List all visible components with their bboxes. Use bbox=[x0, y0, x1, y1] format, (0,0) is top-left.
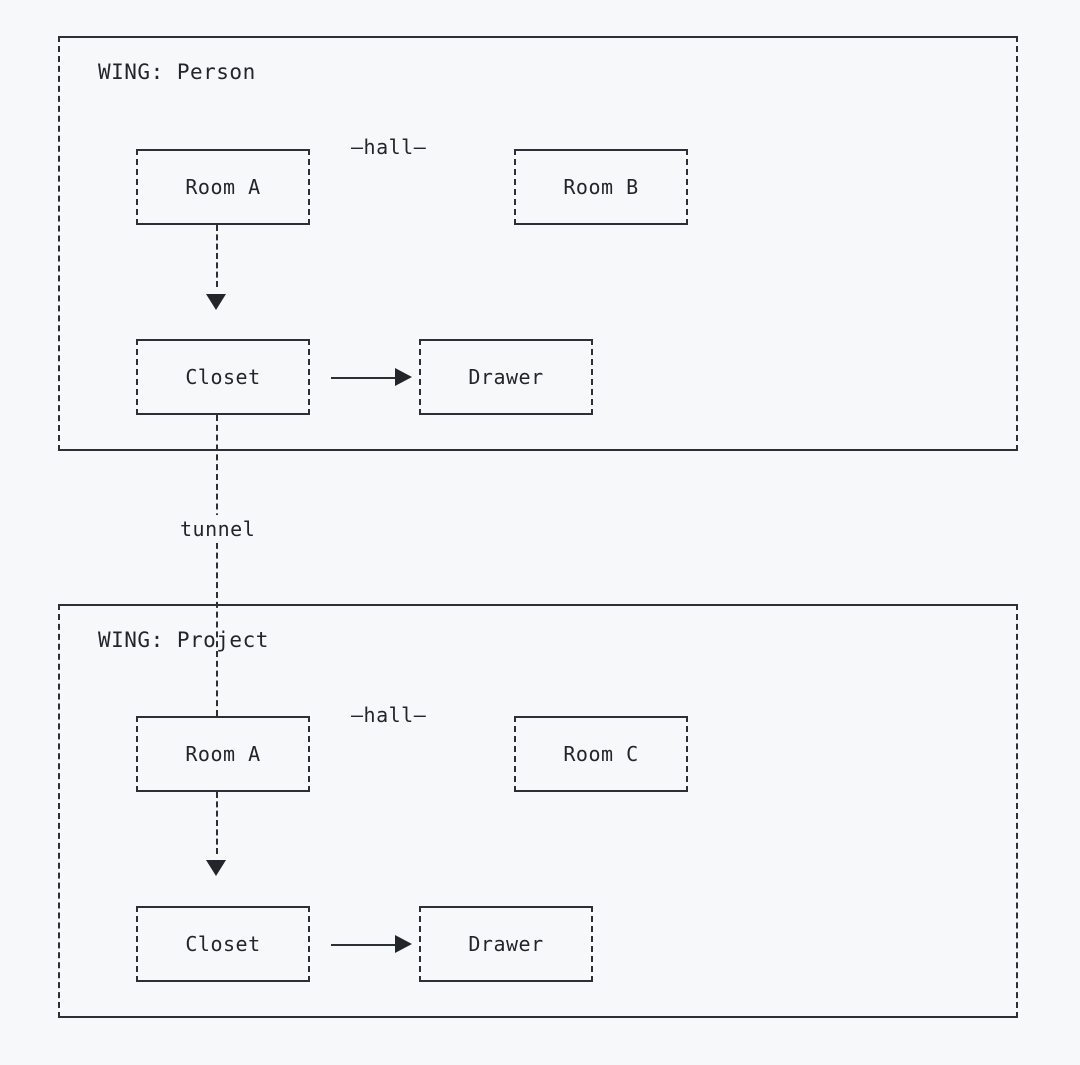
node-person-room-b[interactable]: Room B bbox=[514, 149, 688, 225]
edge-person-closet-to-drawer-line bbox=[331, 377, 398, 379]
wing-person-container: WING: Person bbox=[58, 36, 1018, 451]
node-person-drawer-label: Drawer bbox=[468, 365, 544, 389]
wing-project-title: WING: Project bbox=[98, 628, 269, 652]
edge-project-room-a-to-closet-arrowhead-icon bbox=[206, 860, 226, 876]
node-project-room-a[interactable]: Room A bbox=[136, 716, 310, 792]
edge-person-room-a-to-closet-arrowhead-icon bbox=[206, 294, 226, 310]
edge-label-person-hall: —hall— bbox=[351, 135, 427, 159]
node-project-closet-label: Closet bbox=[185, 932, 261, 956]
node-project-drawer-label: Drawer bbox=[468, 932, 544, 956]
node-person-room-b-label: Room B bbox=[563, 175, 639, 199]
edge-label-tunnel: tunnel bbox=[174, 515, 262, 543]
node-person-room-a-label: Room A bbox=[185, 175, 261, 199]
wing-project-container: WING: Project bbox=[58, 604, 1018, 1018]
edge-label-project-hall: —hall— bbox=[351, 703, 427, 727]
edge-project-closet-to-drawer-arrowhead-icon bbox=[395, 935, 412, 953]
edge-person-closet-to-drawer-arrowhead-icon bbox=[395, 368, 412, 386]
edge-project-closet-to-drawer-line bbox=[331, 944, 398, 946]
node-project-drawer[interactable]: Drawer bbox=[419, 906, 593, 982]
node-person-room-a[interactable]: Room A bbox=[136, 149, 310, 225]
node-project-room-c-label: Room C bbox=[563, 742, 639, 766]
node-person-closet[interactable]: Closet bbox=[136, 339, 310, 415]
node-project-closet[interactable]: Closet bbox=[136, 906, 310, 982]
node-project-room-a-label: Room A bbox=[185, 742, 261, 766]
edge-project-room-a-to-closet-line bbox=[216, 792, 218, 854]
node-person-closet-label: Closet bbox=[185, 365, 261, 389]
node-project-room-c[interactable]: Room C bbox=[514, 716, 688, 792]
wing-person-title: WING: Person bbox=[98, 60, 256, 84]
node-person-drawer[interactable]: Drawer bbox=[419, 339, 593, 415]
edge-person-room-a-to-closet-line bbox=[216, 225, 218, 287]
edge-tunnel-line bbox=[216, 415, 218, 716]
